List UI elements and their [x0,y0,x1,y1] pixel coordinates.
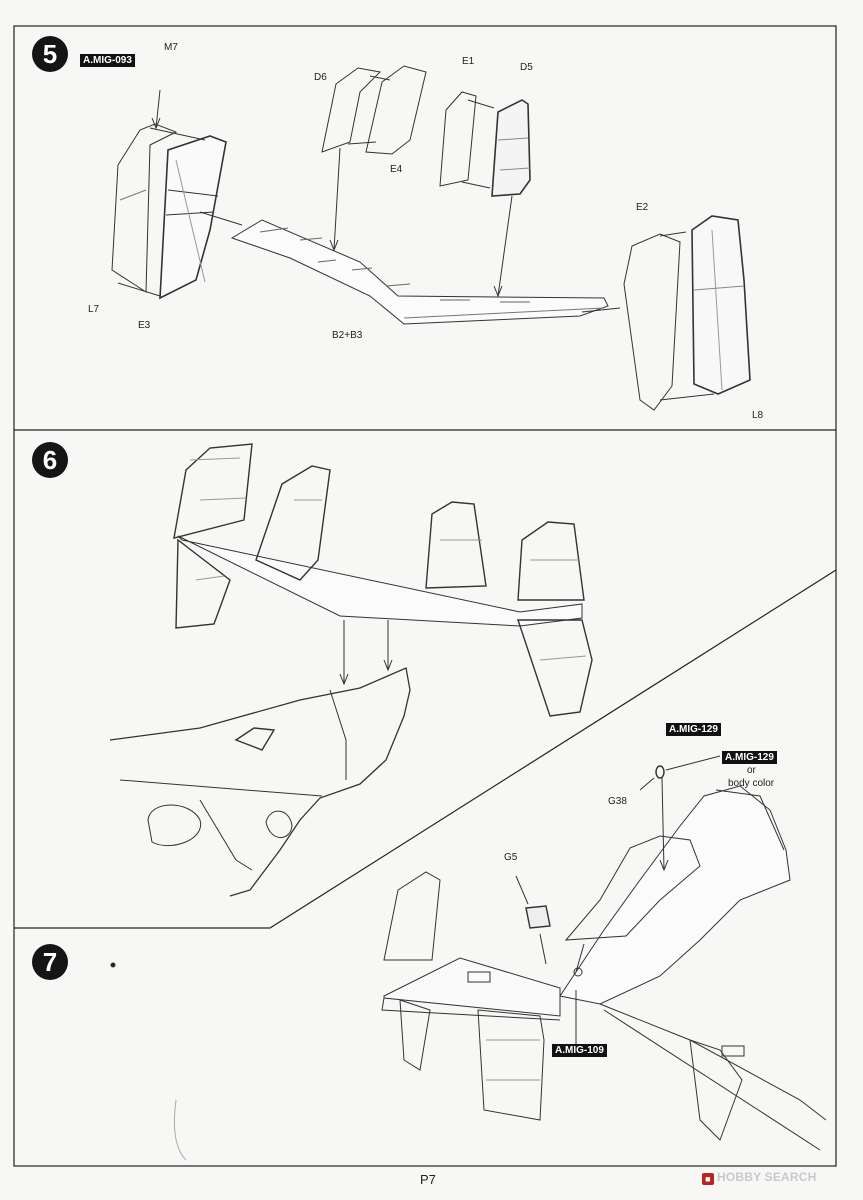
paint-callout-lower: A.MIG-109 [552,1044,607,1057]
step6-drawing [109,443,593,897]
page-frame [13,25,837,1167]
paint-or-text: or [747,765,756,776]
paint-callout-g38-primary: A.MIG-129 [666,723,721,736]
step-number-6: 6 [32,442,68,478]
part-label-e4: E4 [390,164,403,175]
part-label-d5: D5 [520,62,533,73]
part-label-g38: G38 [608,796,627,807]
part-label-b2-b3: B2+B3 [332,330,363,341]
part-label-e3: E3 [138,320,151,331]
step-number-5: 5 [32,36,68,72]
part-label-l7: L7 [88,304,100,315]
page-number: P7 [420,1172,436,1187]
paint-body-color-text: body color [728,778,775,789]
hobby-search-logo-icon: ■ [702,1173,714,1185]
step-number-7: 7 [32,944,68,980]
part-label-g5: G5 [504,852,518,863]
part-label-d6: D6 [314,72,327,83]
part-label-e1: E1 [462,56,475,67]
watermark-text: HOBBY SEARCH [717,1170,817,1184]
watermark: ■HOBBY SEARCH [702,1170,817,1185]
step5-drawing [111,65,751,411]
part-label-e2: E2 [636,202,649,213]
paint-callout-g38-alternate: A.MIG-129 [722,751,777,764]
part-label-m7: M7 [164,42,178,53]
paint-callout-m7: A.MIG-093 [80,54,135,67]
part-label-l8: L8 [752,410,764,421]
step7-drawing [110,755,827,1161]
